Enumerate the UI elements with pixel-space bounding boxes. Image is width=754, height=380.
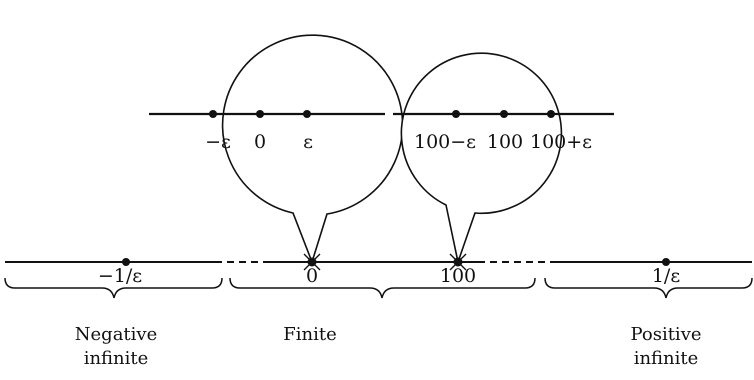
point-zero bbox=[307, 257, 317, 267]
region-negative-infinite-line2: infinite bbox=[84, 348, 149, 369]
brace-negative-infinite bbox=[4, 277, 223, 299]
point-inverse-epsilon bbox=[662, 258, 670, 266]
region-finite-line1: Finite bbox=[283, 324, 336, 345]
region-negative-infinite-line1: Negative bbox=[75, 324, 157, 345]
brace-positive-infinite bbox=[544, 277, 753, 299]
mag-label-hundred: 100 bbox=[487, 131, 523, 153]
magnifier-hundred-bubble bbox=[400, 52, 563, 265]
mag-point-hundred-plus-epsilon bbox=[547, 110, 555, 118]
magnifier-zero-bubble bbox=[221, 34, 404, 265]
mag-label-minus-epsilon: −ε bbox=[205, 131, 231, 153]
region-positive-infinite-line1: Positive bbox=[630, 324, 701, 345]
mag-point-minus-epsilon bbox=[209, 110, 217, 118]
mag-label-hundred-plus-epsilon: 100+ε bbox=[530, 131, 592, 153]
label-hundred: 100 bbox=[440, 265, 476, 287]
brace-finite bbox=[229, 277, 536, 299]
mag-point-hundred-minus-epsilon bbox=[452, 110, 460, 118]
point-hundred bbox=[453, 257, 463, 267]
label-zero: 0 bbox=[306, 265, 318, 287]
mag-label-plus-epsilon: ε bbox=[303, 131, 313, 153]
mag-point-zero bbox=[256, 110, 264, 118]
label-neg-inverse-epsilon: −1/ε bbox=[98, 265, 142, 287]
mag-point-plus-epsilon bbox=[303, 110, 311, 118]
mag-point-hundred bbox=[500, 110, 508, 118]
mag-label-hundred-minus-epsilon: 100−ε bbox=[414, 131, 476, 153]
mag-label-zero: 0 bbox=[254, 131, 266, 153]
point-neg-inverse-epsilon bbox=[122, 258, 130, 266]
label-inverse-epsilon: 1/ε bbox=[652, 265, 680, 287]
region-positive-infinite-line2: infinite bbox=[634, 348, 699, 369]
